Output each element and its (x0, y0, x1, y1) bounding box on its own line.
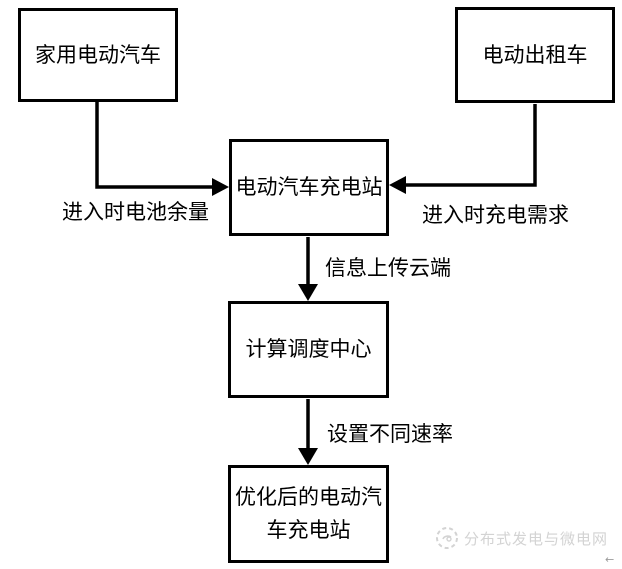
edge-label-battery-remaining: 进入时电池余量 (62, 200, 209, 224)
arrowhead-right-icon (212, 178, 229, 196)
watermark: 分布式发电与微电网 (435, 526, 608, 550)
node-charging-station: 电动汽车充电站 (229, 139, 389, 236)
node-home-ev-label: 家用电动汽车 (35, 42, 161, 67)
node-dispatch-center: 计算调度中心 (228, 301, 389, 398)
node-optimized-station-label: 优化后的电动汽车充电站 (235, 485, 382, 542)
watermark-text: 分布式发电与微电网 (464, 531, 609, 548)
corner-arrow-mark: ← (605, 553, 615, 566)
node-optimized-station: 优化后的电动汽车充电站 (228, 465, 389, 563)
edge-label-set-rates: 设置不同速率 (327, 422, 453, 446)
connector-taxi-to-station (406, 104, 537, 187)
edge-label-charging-demand: 进入时充电需求 (422, 203, 569, 227)
edge-label-upload-cloud: 信息上传云端 (325, 256, 451, 280)
node-dispatch-center-label: 计算调度中心 (245, 337, 372, 362)
node-home-ev: 家用电动汽车 (18, 8, 178, 102)
connector-home-ev-to-station (95, 102, 212, 189)
arrowhead-down-icon (298, 284, 318, 301)
watermark-logo-icon (436, 527, 458, 549)
node-electric-taxi-label: 电动出租车 (482, 42, 588, 67)
arrowhead-down-icon (298, 448, 318, 465)
node-electric-taxi: 电动出租车 (455, 7, 615, 103)
arrowhead-left-icon (389, 176, 406, 194)
node-charging-station-label: 电动汽车充电站 (235, 175, 383, 200)
